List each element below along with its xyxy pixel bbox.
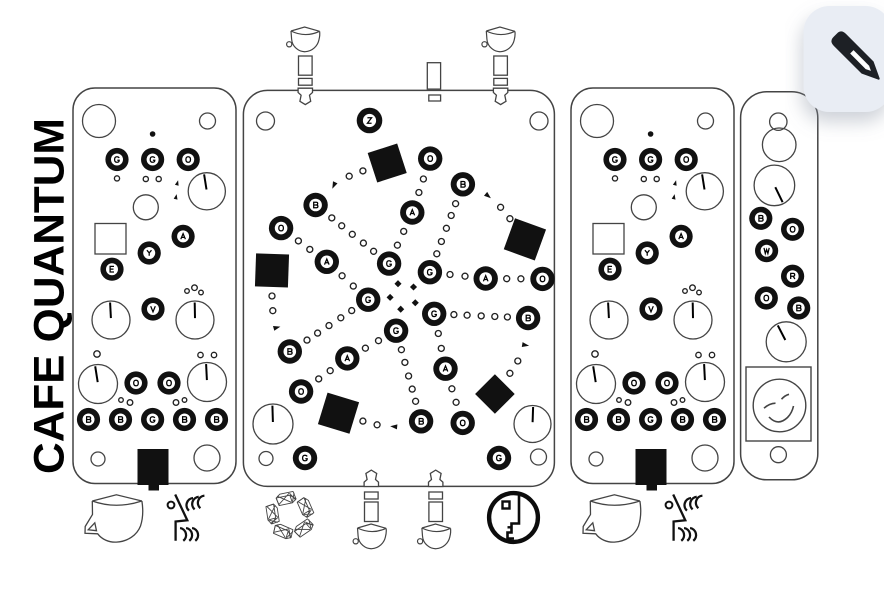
svg-text:CAFE QUANTUM: CAFE QUANTUM xyxy=(27,118,74,474)
